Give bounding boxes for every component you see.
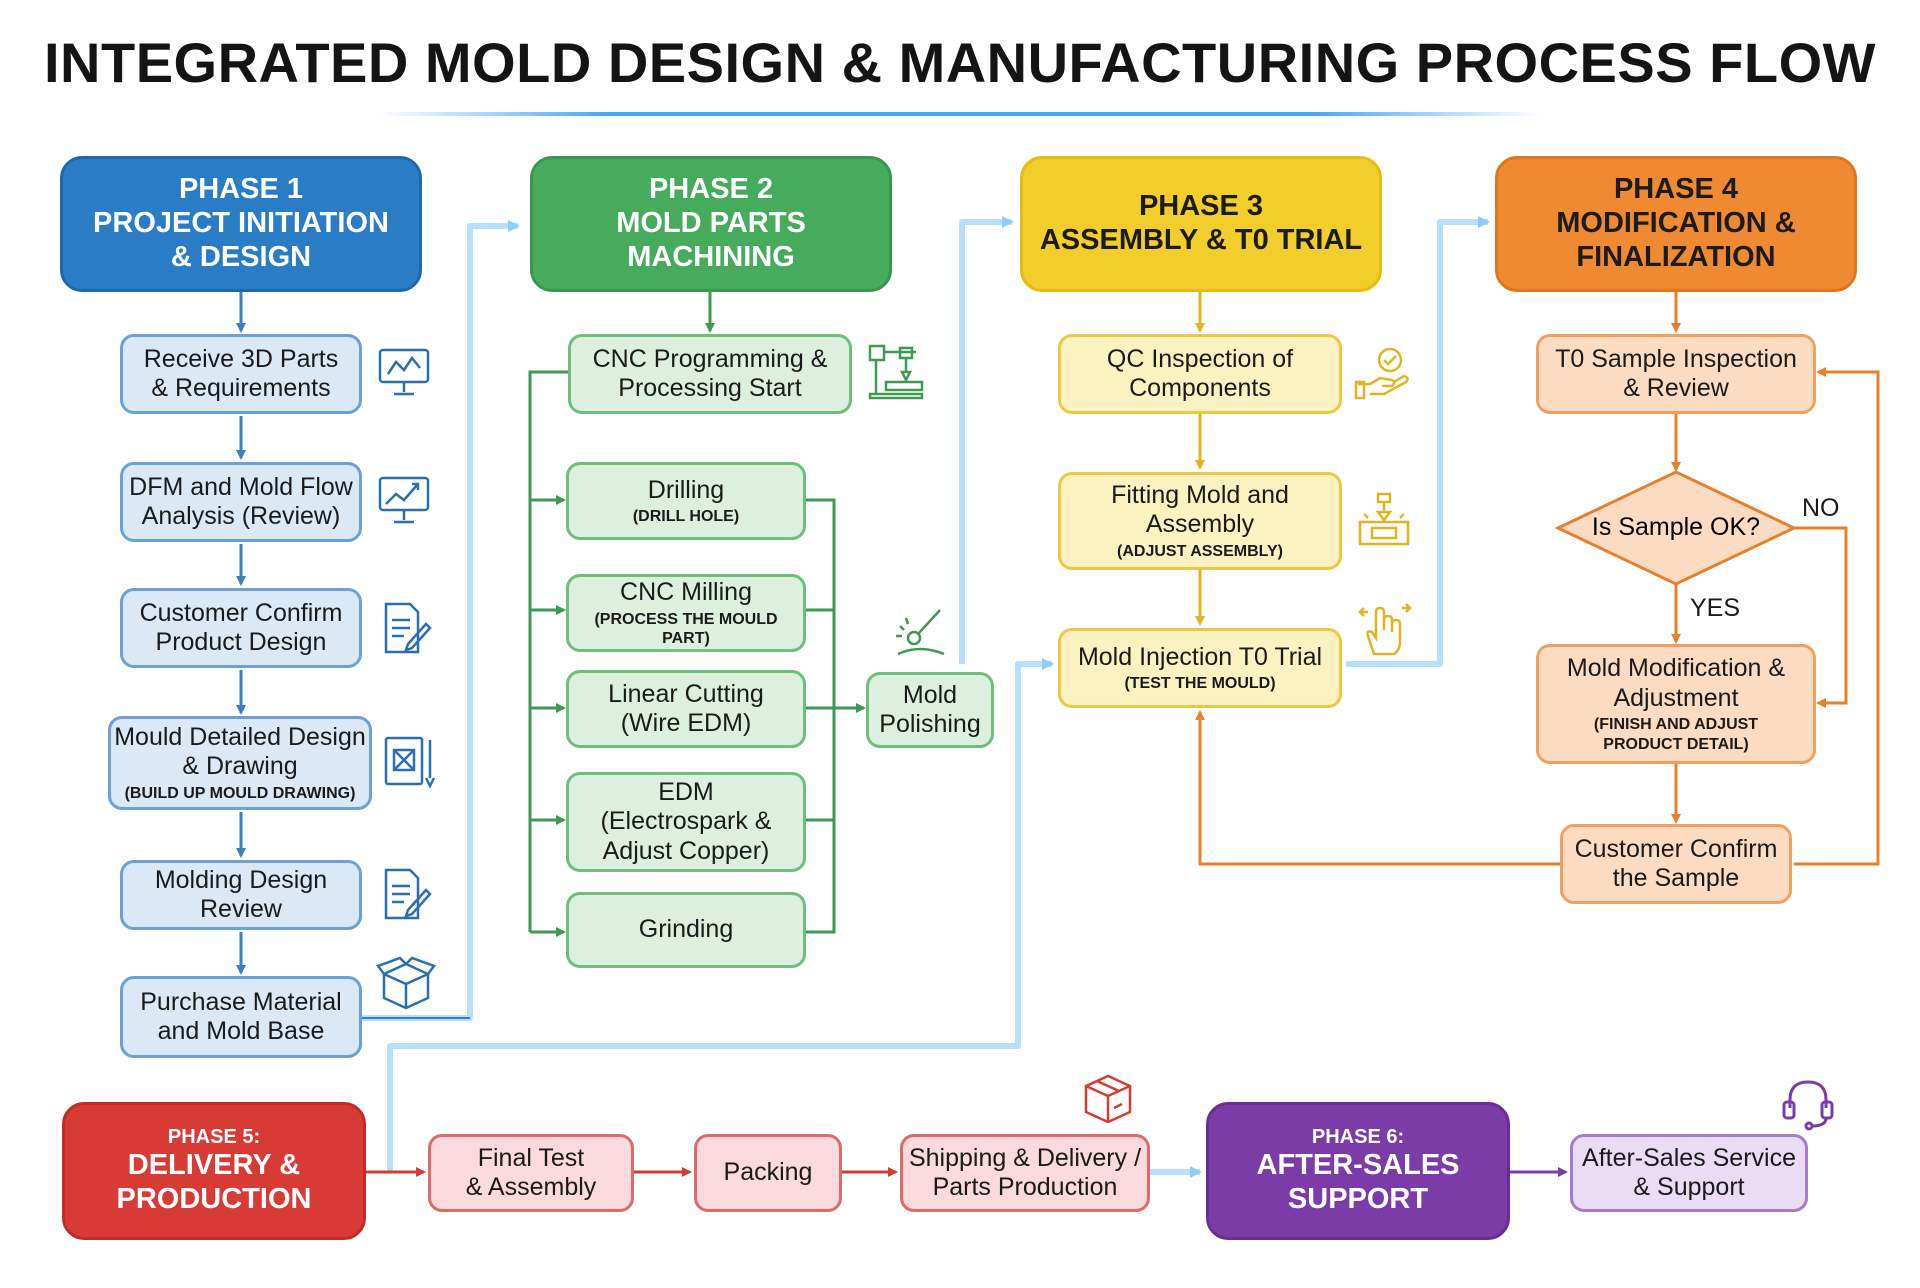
step-sublabel: (ADJUST ASSEMBLY): [1117, 542, 1283, 560]
step-mold-modification: Mold Modification & Adjustment (FINISH A…: [1536, 644, 1816, 764]
step-sublabel: (TEST THE MOULD): [1124, 675, 1276, 693]
step-after-sales: After-Sales Service & Support: [1570, 1134, 1808, 1212]
step-label: Mold Injection T0 Trial: [1077, 642, 1323, 671]
decision-yes-label: YES: [1690, 594, 1741, 622]
step-label: T0 Sample Inspection & Review: [1555, 344, 1797, 403]
step-grinding: Grinding: [566, 892, 806, 968]
cnc-machine-icon: [868, 344, 924, 400]
step-purchase-material: Purchase Material and Mold Base: [120, 976, 362, 1058]
phase-3-header-label: PHASE 3 ASSEMBLY & T0 TRIAL: [1039, 190, 1363, 256]
step-sublabel: (DRILL HOLE): [632, 508, 740, 526]
step-sublabel: (BUILD UP MOULD DRAWING): [124, 784, 356, 802]
phase-2-header: PHASE 2 MOLD PARTS MACHINING: [530, 156, 892, 292]
step-label: DFM and Mold Flow Analysis (Review): [129, 472, 353, 531]
phase-5-header: PHASE 5: DELIVERY & PRODUCTION: [62, 1102, 366, 1240]
title-underline: [380, 112, 1540, 116]
phase-3-header: PHASE 3 ASSEMBLY & T0 TRIAL: [1020, 156, 1382, 292]
step-dfm-analysis: DFM and Mold Flow Analysis (Review): [120, 462, 362, 542]
step-label: Fitting Mold and Assembly: [1111, 480, 1289, 539]
step-linear-cutting: Linear Cutting (Wire EDM): [566, 670, 806, 748]
step-label: Molding Design Review: [154, 865, 328, 924]
step-label: Mould Detailed Design & Drawing: [114, 722, 366, 781]
step-cnc-milling: CNC Milling (PROCESS THE MOULD PART): [566, 574, 806, 652]
phase-6-header-label: AFTER-SALES SUPPORT: [1256, 1149, 1460, 1215]
step-sublabel: (PROCESS THE MOULD PART): [594, 610, 778, 647]
step-final-test: Final Test & Assembly: [428, 1134, 634, 1212]
phase-1-header-label: PHASE 1 PROJECT INITIATION & DESIGN: [93, 173, 389, 273]
step-edm: EDM (Electrospark & Adjust Copper): [566, 772, 806, 872]
chart-monitor-icon: [378, 476, 430, 524]
step-label: Mold Polishing: [879, 680, 981, 739]
phase-4-header: PHASE 4 MODIFICATION & FINALIZATION: [1495, 156, 1857, 292]
step-label: After-Sales Service & Support: [1582, 1143, 1796, 1202]
headset-icon: [1782, 1080, 1834, 1131]
phase-2-header-label: PHASE 2 MOLD PARTS MACHINING: [616, 173, 806, 273]
decision-diamond: [1554, 470, 1798, 586]
step-molding-design-review: Molding Design Review: [120, 860, 362, 930]
step-label: Final Test & Assembly: [465, 1143, 597, 1202]
step-customer-confirm-design: Customer Confirm Product Design: [120, 588, 362, 668]
step-qc-inspection: QC Inspection of Components: [1058, 334, 1342, 414]
step-label: Drilling: [647, 475, 725, 504]
hand-check-icon: [1354, 347, 1409, 400]
step-packing: Packing: [694, 1134, 842, 1212]
step-customer-confirm-sample: Customer Confirm the Sample: [1560, 824, 1792, 904]
step-label: Purchase Material and Mold Base: [140, 987, 342, 1046]
package-icon: [1084, 1074, 1132, 1124]
step-cnc-programming: CNC Programming & Processing Start: [568, 334, 852, 414]
polishing-tool-icon: [896, 609, 945, 656]
page-title: INTEGRATED MOLD DESIGN & MANUFACTURING P…: [44, 31, 1876, 94]
step-label: Customer Confirm the Sample: [1574, 834, 1778, 893]
step-shipping-delivery: Shipping & Delivery / Parts Production: [900, 1134, 1150, 1212]
phase-5-tag: PHASE 5:: [167, 1126, 261, 1149]
phase-5-header-label: DELIVERY & PRODUCTION: [116, 1149, 312, 1215]
phase-6-tag: PHASE 6:: [1311, 1126, 1405, 1149]
step-label: Mold Modification & Adjustment: [1566, 654, 1786, 712]
step-mold-polishing: Mold Polishing: [866, 672, 994, 748]
step-receive-3d-parts: Receive 3D Parts & Requirements: [120, 334, 362, 414]
blueprint-icon: [384, 736, 436, 789]
step-label: Receive 3D Parts & Requirements: [143, 344, 339, 403]
step-mould-detailed-design: Mould Detailed Design & Drawing (BUILD U…: [108, 716, 372, 810]
step-sublabel: (FINISH AND ADJUST PRODUCT DETAIL): [1593, 716, 1759, 753]
step-label: Grinding: [638, 915, 734, 944]
step-drilling: Drilling (DRILL HOLE): [566, 462, 806, 540]
step-label: QC Inspection of Components: [1106, 344, 1294, 403]
step-label: EDM (Electrospark & Adjust Copper): [600, 777, 772, 865]
mold-press-icon: [1358, 492, 1410, 546]
step-mold-injection-t0: Mold Injection T0 Trial (TEST THE MOULD): [1058, 628, 1342, 708]
phase-1-header: PHASE 1 PROJECT INITIATION & DESIGN: [60, 156, 422, 292]
step-label: CNC Programming & Processing Start: [592, 344, 828, 403]
step-label: Packing: [723, 1158, 813, 1187]
step-label: Shipping & Delivery / Parts Production: [908, 1143, 1142, 1202]
step-fitting-mold: Fitting Mold and Assembly (ADJUST ASSEMB…: [1058, 472, 1342, 570]
phase-6-header: PHASE 6: AFTER-SALES SUPPORT: [1206, 1102, 1510, 1240]
phase-4-header-label: PHASE 4 MODIFICATION & FINALIZATION: [1556, 173, 1796, 273]
document-pen-icon: [384, 868, 432, 920]
box-icon: [376, 956, 436, 1010]
step-label: CNC Milling: [620, 578, 752, 607]
hand-touch-icon: [1358, 603, 1412, 656]
decision-text: Is Sample OK?: [1591, 513, 1761, 542]
step-label: Customer Confirm Product Design: [139, 598, 343, 657]
step-t0-sample-inspection: T0 Sample Inspection & Review: [1536, 334, 1816, 414]
document-pen-icon: [384, 602, 432, 654]
decision-no-label: NO: [1802, 494, 1840, 522]
decision-label: Is Sample OK?: [1560, 508, 1792, 548]
step-label: Linear Cutting (Wire EDM): [608, 679, 764, 738]
monitor-icon: [378, 348, 430, 396]
